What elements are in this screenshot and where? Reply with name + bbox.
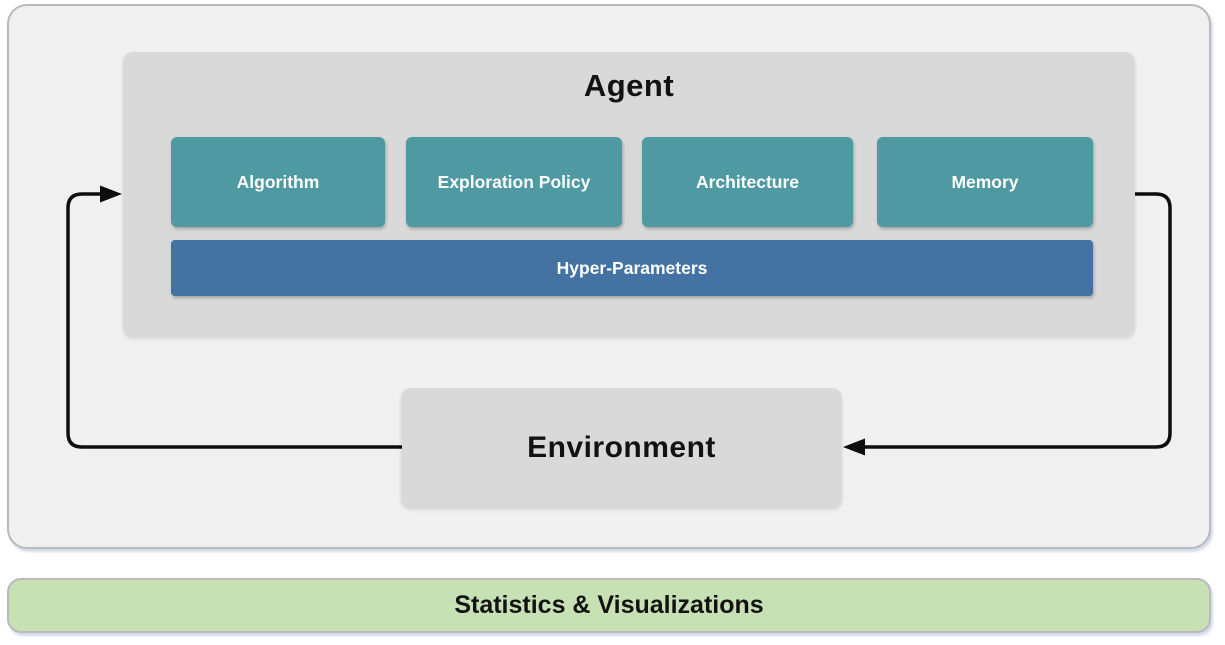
hyper-parameters-label: Hyper-Parameters xyxy=(556,257,708,278)
hyper-parameters-bar: Hyper-Parameters xyxy=(171,240,1093,296)
agent-title: Agent xyxy=(583,68,675,103)
statistics-visualizations-bar: Statistics & Visualizations xyxy=(7,578,1211,633)
agent-container: Agent Algorithm Exploration Policy Archi… xyxy=(123,52,1135,337)
component-algorithm: Algorithm xyxy=(171,137,385,227)
component-exploration-policy-label: Exploration Policy xyxy=(437,171,591,192)
component-memory-label: Memory xyxy=(951,171,1019,192)
component-exploration-policy: Exploration Policy xyxy=(406,137,622,227)
component-architecture: Architecture xyxy=(642,137,853,227)
component-architecture-label: Architecture xyxy=(695,171,800,192)
environment-label: Environment xyxy=(527,431,716,464)
component-algorithm-label: Algorithm xyxy=(236,171,320,192)
component-memory: Memory xyxy=(877,137,1093,227)
statistics-visualizations-label: Statistics & Visualizations xyxy=(454,591,764,619)
environment-box: Environment xyxy=(401,388,842,508)
